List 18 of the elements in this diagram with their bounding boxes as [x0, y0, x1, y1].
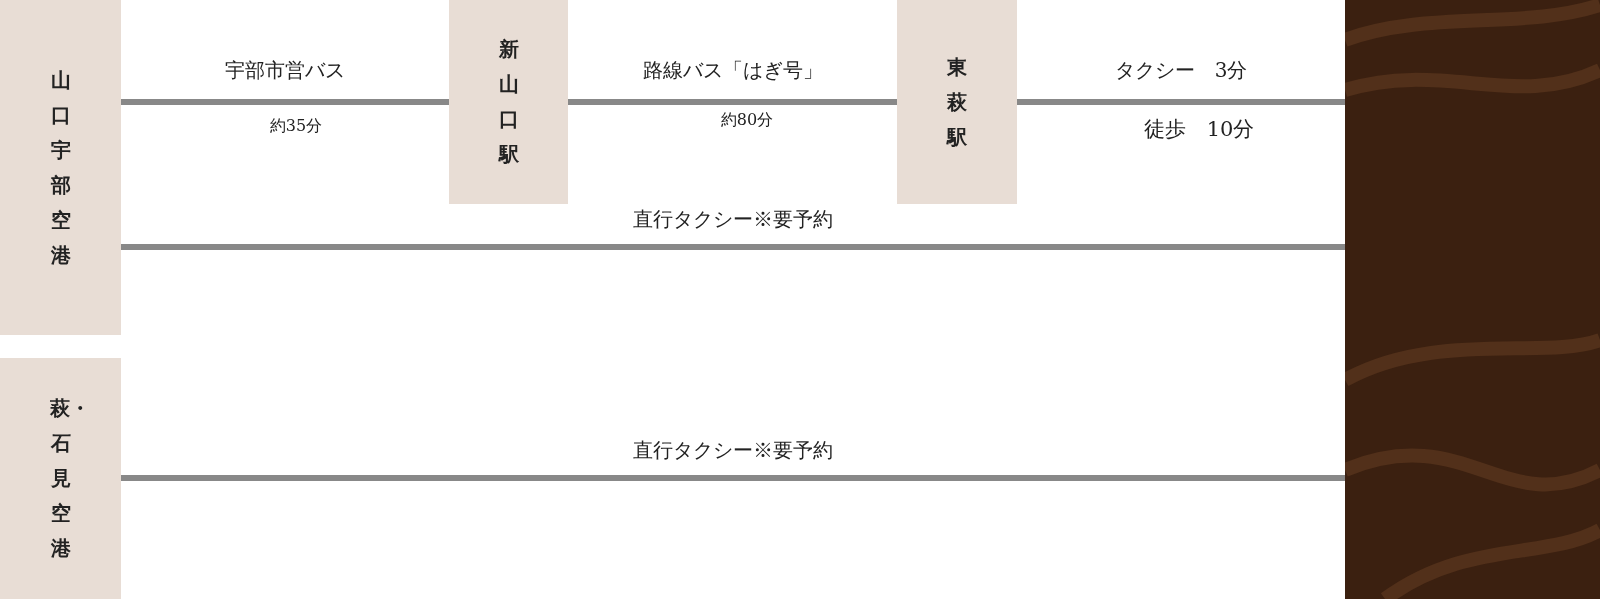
duration-label: 約80分: [720, 110, 774, 130]
edge-label: タクシー 3分: [1114, 58, 1248, 82]
station-box: 新山口駅: [449, 0, 568, 204]
station-box: 東萩駅: [897, 0, 1017, 204]
station-box: 山口宇部空港: [0, 0, 121, 335]
route-line: [121, 475, 1345, 481]
edge-label: 路線バス「はぎ号」: [642, 58, 823, 82]
route-line: [121, 244, 1345, 250]
destination-panel: [1345, 0, 1600, 599]
route-line: [1017, 99, 1345, 105]
route-line: [121, 99, 449, 105]
station-box: 萩・石見空港: [0, 358, 121, 599]
edge-label: 直行タクシー※要予約: [633, 207, 833, 231]
edge-label: 直行タクシー※要予約: [633, 438, 833, 462]
duration-label: 約35分: [269, 116, 323, 136]
route-line: [568, 99, 897, 105]
edge-label: 宇部市営バス: [225, 58, 345, 82]
duration-label: 徒歩 10分: [1143, 117, 1255, 143]
